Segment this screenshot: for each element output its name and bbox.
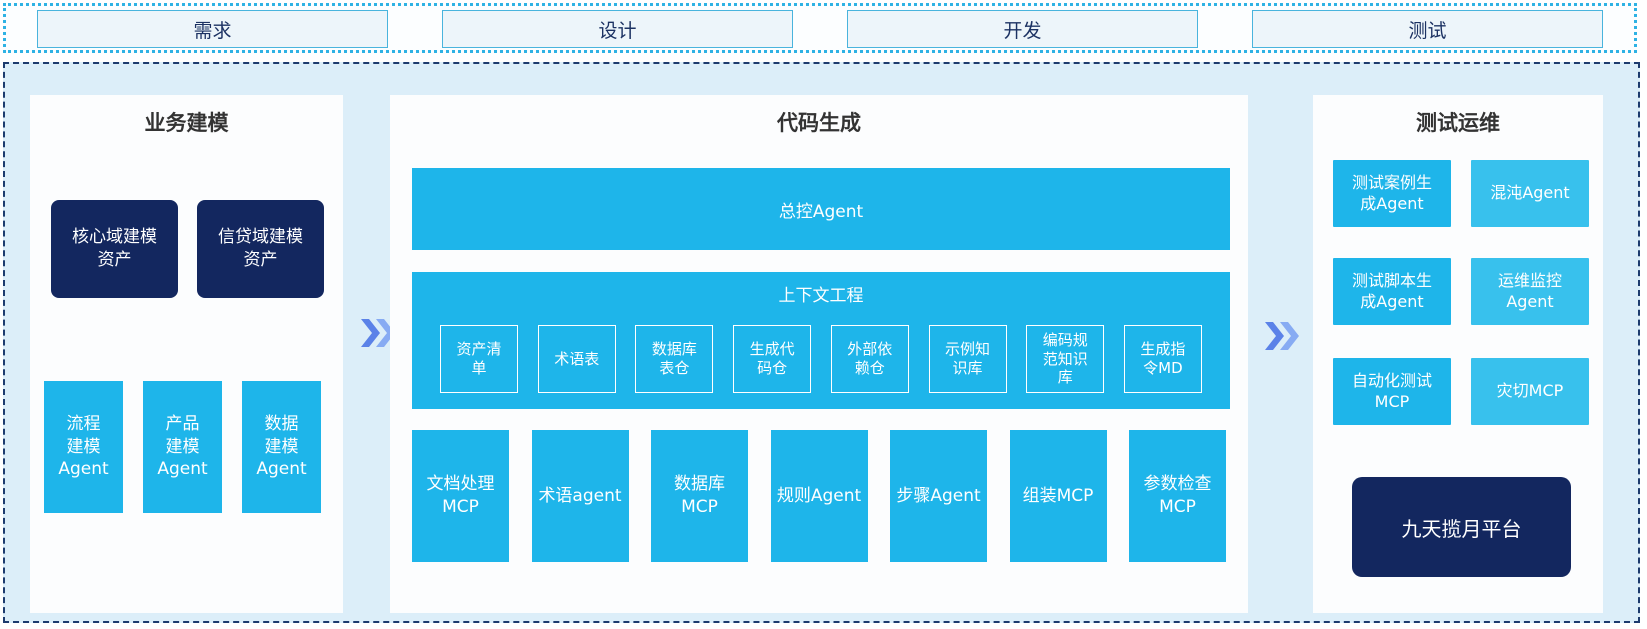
stage-label: 开发 (1003, 19, 1042, 42)
stage-label: 设计 (598, 19, 637, 42)
executor-param-check-mcp: 参数检查 MCP (1129, 430, 1226, 562)
node-label: 数据库 MCP (674, 474, 725, 517)
executors-row: 文档处理 MCP 术语agent 数据库 MCP 规则Agent 步骤Agent… (412, 430, 1226, 562)
executor-rule-agent: 规则Agent (770, 430, 868, 562)
node-label: 总控Agent (778, 201, 864, 222)
executor-doc-processing-mcp: 文档处理 MCP (412, 430, 509, 562)
context-item-gen-code-repo: 生成代 码仓 (733, 325, 812, 393)
node-label: 参数检查 MCP (1143, 474, 1212, 517)
node-label: 步骤Agent (896, 485, 981, 506)
context-item-db-table-repo: 数据库 表仓 (635, 325, 714, 393)
context-engineering-box: 上下文工程 资产清 单 术语表 数据库 表仓 生成代 码仓 外部依 赖仓 示例知… (412, 272, 1230, 409)
context-item-coding-standard-kb: 编码规 范知识 库 (1026, 325, 1105, 393)
agent-box-product-modeling: 产品 建模 Agent (143, 381, 222, 513)
node-label: 产品 建模 Agent (157, 413, 208, 480)
node-label: 规则Agent (776, 485, 862, 506)
panel-test-ops: 测试运维 测试案例生 成Agent 混沌Agent 测试脚本生 成Agent 运… (1313, 95, 1603, 613)
ops-box-disaster-switch-mcp: 灾切MCP (1471, 358, 1589, 425)
node-label: 测试案例生 成Agent (1351, 172, 1432, 213)
node-label: 文档处理 MCP (426, 474, 495, 517)
node-label: 灾切MCP (1496, 381, 1564, 401)
panel-title: 业务建模 (144, 111, 229, 135)
master-agent-bar: 总控Agent (412, 168, 1230, 250)
executor-glossary-agent: 术语agent (531, 430, 629, 562)
node-label: 术语表 (554, 349, 600, 368)
node-label: 编码规 范知识 库 (1042, 330, 1088, 387)
asset-box-credit-domain: 信贷域建模 资产 (197, 200, 324, 298)
node-label: 数据 建模 Agent (256, 413, 307, 480)
context-item-ext-dependency: 外部依 赖仓 (830, 325, 909, 393)
stage-label: 需求 (193, 19, 232, 42)
panel-title: 代码生成 (777, 111, 861, 135)
ops-box-chaos-agent: 混沌Agent (1471, 160, 1589, 227)
node-label: 流程 建模 Agent (58, 413, 109, 480)
executor-step-agent: 步骤Agent (890, 430, 987, 562)
context-items-row: 资产清 单 术语表 数据库 表仓 生成代 码仓 外部依 赖仓 示例知 识库 编码… (412, 325, 1230, 393)
panel-title: 测试运维 (1416, 111, 1500, 135)
flow-arrow-icon (1264, 320, 1300, 352)
context-item-gen-instruction-md: 生成指 令MD (1123, 325, 1202, 393)
panel-code-generation: 代码生成 总控Agent 上下文工程 资产清 单 术语表 数据库 表仓 生成代 … (390, 95, 1248, 613)
node-label: 示例知 识库 (945, 340, 991, 377)
stage-label: 测试 (1408, 19, 1447, 42)
node-label: 生成代 码仓 (749, 340, 795, 377)
node-label: 组装MCP (1022, 485, 1094, 506)
node-label: 自动化测试 MCP (1351, 370, 1432, 411)
context-item-example-kb: 示例知 识库 (928, 325, 1007, 393)
ops-box-test-case-gen-agent: 测试案例生 成Agent (1333, 160, 1451, 227)
ops-box-auto-test-mcp: 自动化测试 MCP (1333, 358, 1451, 425)
platform-box-jiutian-lanyue: 九天揽月平台 (1352, 477, 1571, 577)
executor-assembly-mcp: 组装MCP (1009, 430, 1107, 562)
node-label: 资产清 单 (456, 340, 502, 377)
node-label: 数据库 表仓 (651, 340, 697, 377)
node-label: 信贷域建模 资产 (218, 227, 303, 270)
context-item-asset-list: 资产清 单 (440, 325, 518, 393)
node-label: 混沌Agent (1490, 183, 1570, 203)
stage-testing: 测试 (1252, 10, 1603, 48)
node-label: 测试脚本生 成Agent (1351, 270, 1432, 311)
ops-box-ops-monitor-agent: 运维监控 Agent (1471, 258, 1589, 325)
node-label: 生成指 令MD (1140, 340, 1186, 377)
context-engineering-title: 上下文工程 (778, 286, 864, 306)
stage-development: 开发 (847, 10, 1198, 48)
asset-box-core-domain: 核心域建模 资产 (51, 200, 178, 298)
node-label: 外部依 赖仓 (847, 340, 893, 377)
node-label: 九天揽月平台 (1401, 516, 1522, 541)
ops-box-test-script-gen-agent: 测试脚本生 成Agent (1333, 258, 1451, 325)
agent-box-process-modeling: 流程 建模 Agent (44, 381, 123, 513)
stage-requirements: 需求 (37, 10, 388, 48)
context-item-glossary: 术语表 (537, 325, 616, 393)
node-label: 核心域建模 资产 (72, 227, 157, 270)
stage-design: 设计 (442, 10, 793, 48)
agent-box-data-modeling: 数据 建模 Agent (242, 381, 321, 513)
node-label: 术语agent (538, 485, 622, 506)
node-label: 运维监控 Agent (1497, 270, 1562, 311)
panel-business-modeling: 业务建模 核心域建模 资产 信贷域建模 资产 流程 建模 Agent 产品 建模… (30, 95, 343, 613)
executor-database-mcp: 数据库 MCP (651, 430, 748, 562)
